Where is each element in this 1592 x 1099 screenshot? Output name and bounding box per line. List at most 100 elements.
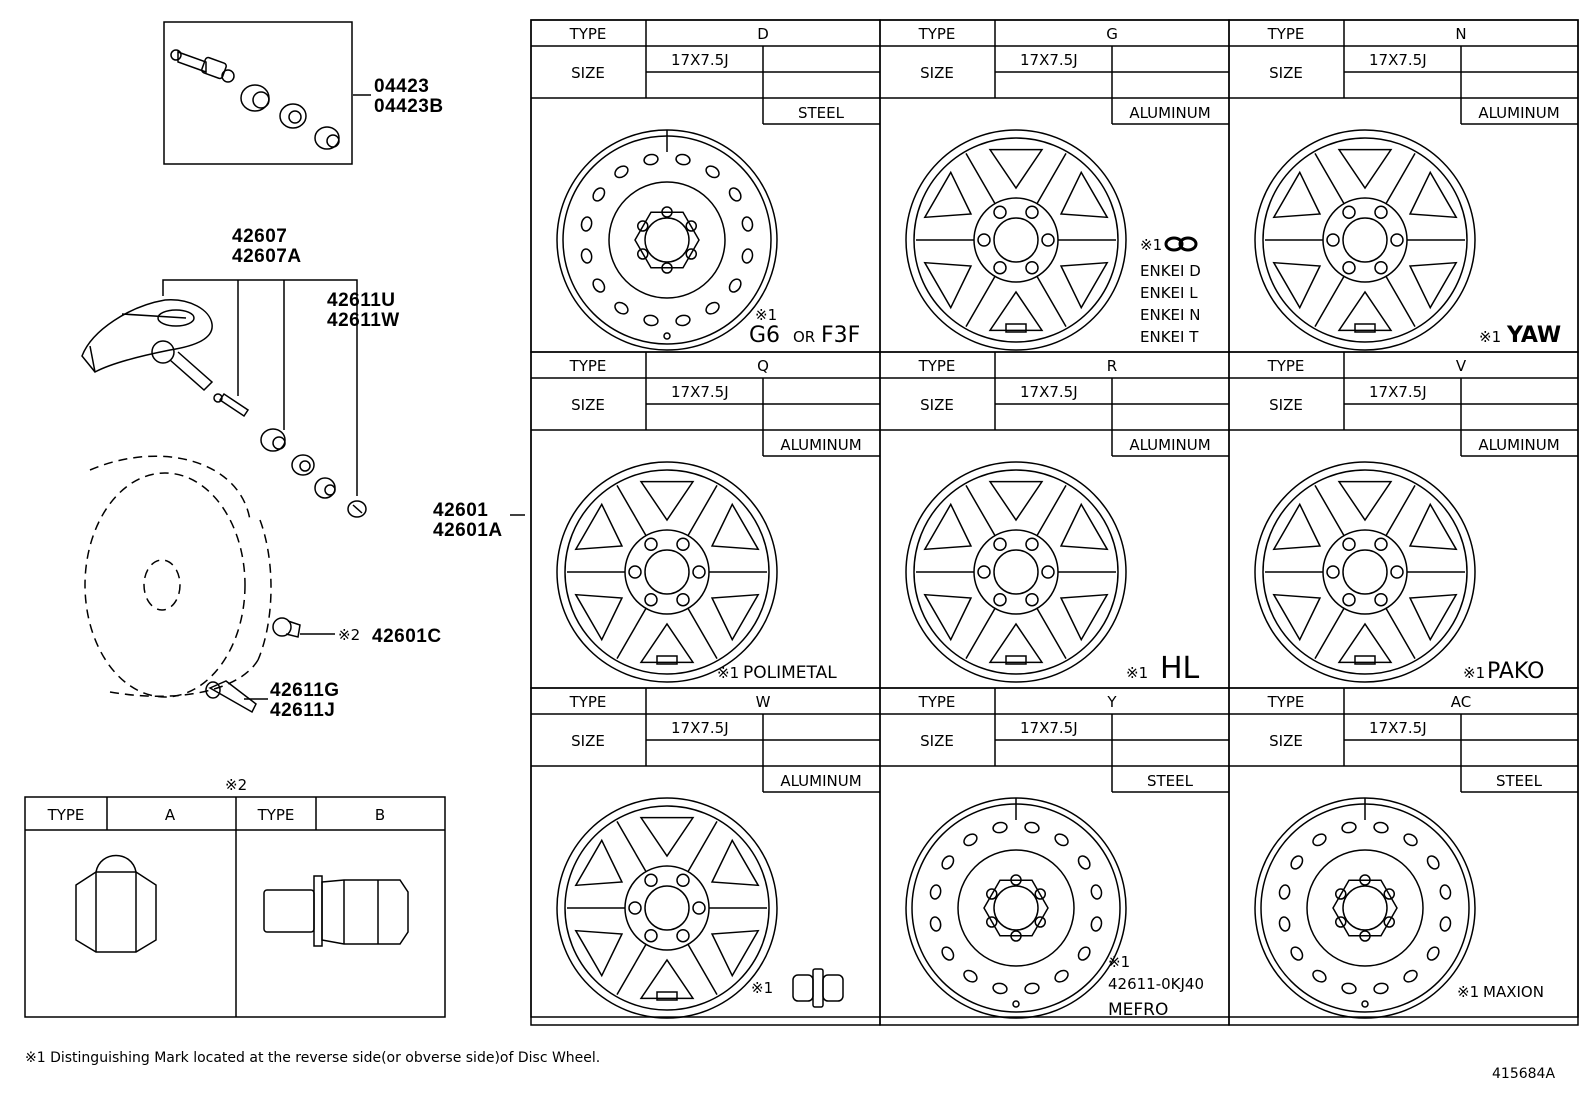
steel-wheel-icon	[1254, 797, 1476, 1019]
callout-04423b: 04423B	[374, 96, 444, 117]
size-value: 17X7.5J	[1369, 51, 1427, 69]
type-label: TYPE	[569, 25, 607, 43]
wheel-cell-w	[530, 687, 881, 1026]
type-label: TYPE	[918, 25, 956, 43]
mark-ref: ※1	[1457, 983, 1479, 1001]
callout-42607: 42607	[232, 226, 287, 247]
enkei-mark-2: ENKEI N	[1140, 306, 1200, 324]
washer-icon	[279, 103, 307, 129]
type-value: D	[757, 25, 769, 43]
mark-text: 42611-0KJ40	[1108, 975, 1204, 993]
grommet-icon	[240, 84, 270, 112]
size-value: 17X7.5J	[1020, 383, 1078, 401]
mark-ref: ※1	[717, 664, 739, 682]
type-value: G	[1106, 25, 1118, 43]
type-label: TYPE	[569, 693, 607, 711]
type-value: V	[1456, 357, 1467, 375]
type-value: N	[1455, 25, 1466, 43]
material-value: STEEL	[1147, 772, 1194, 790]
size-label: SIZE	[1269, 732, 1303, 750]
nut-icon	[314, 126, 340, 150]
type-label: TYPE	[918, 693, 956, 711]
wheel-cell-g	[879, 19, 1230, 353]
enkei-mark-0: ENKEI D	[1140, 262, 1201, 280]
mark-ref: ※1	[1479, 328, 1501, 346]
callout-42601c-mark: ※2	[338, 626, 360, 644]
sensor-cap-icon	[347, 500, 367, 518]
type-value: Q	[757, 357, 769, 375]
size-value: 17X7.5J	[1020, 51, 1078, 69]
callout-42611u: 42611U	[327, 290, 396, 311]
size-value: 17X7.5J	[671, 719, 729, 737]
mark-text: MAXION	[1483, 983, 1544, 1001]
type-value: W	[756, 693, 771, 711]
wheel-cell-r	[879, 351, 1230, 689]
mark-ref: ※1	[1140, 236, 1162, 254]
wheel-outline-icon	[84, 455, 272, 698]
size-label: SIZE	[920, 64, 954, 82]
material-value: ALUMINUM	[1129, 104, 1210, 122]
size-value: 17X7.5J	[671, 383, 729, 401]
size-label: SIZE	[920, 396, 954, 414]
lug-nut-icon	[272, 617, 301, 638]
material-value: ALUMINUM	[1478, 436, 1559, 454]
alloy-wheel-icon	[556, 461, 778, 683]
flange-nut-icon	[263, 875, 409, 947]
mark-ref: ※1	[755, 306, 777, 324]
enkei-logo-icon	[1164, 236, 1198, 252]
callout-42611g: 42611G	[270, 680, 340, 701]
alloy-wheel-icon	[556, 797, 778, 1019]
mark-text: HL	[1160, 651, 1200, 686]
sensor-valve-icon	[213, 392, 250, 418]
alloy-wheel-icon	[905, 461, 1127, 683]
type-value: Y	[1106, 693, 1117, 711]
enkei-mark-3: ENKEI T	[1140, 328, 1199, 346]
sensor-grommet-icon	[260, 428, 286, 452]
callout-42611w: 42611W	[327, 310, 400, 331]
mark-text-2: F3F	[821, 323, 860, 348]
alloy-wheel-icon	[1254, 461, 1476, 683]
mark-text: POLIMETAL	[743, 663, 837, 683]
steel-wheel-icon	[905, 797, 1127, 1019]
wheel-cell-v	[1228, 351, 1579, 689]
tpms-group: 42607 42607A 42611U 42611W	[81, 226, 400, 518]
size-label: SIZE	[1269, 64, 1303, 82]
type-label: TYPE	[569, 357, 607, 375]
mark-text-2: MEFRO	[1108, 1000, 1168, 1020]
mark-ref: ※1	[1108, 953, 1130, 971]
diagram-id: 415684A	[1492, 1066, 1555, 1082]
nut-type-label-a: TYPE	[47, 806, 85, 824]
valve-core-icon	[170, 49, 235, 83]
size-label: SIZE	[571, 396, 605, 414]
callout-42607a: 42607A	[232, 246, 302, 267]
valve-kit-box	[163, 21, 353, 165]
material-value: ALUMINUM	[1478, 104, 1559, 122]
type-label: TYPE	[918, 357, 956, 375]
size-value: 17X7.5J	[1369, 719, 1427, 737]
valve-kit-group: 04423 04423B	[163, 21, 444, 165]
material-value: ALUMINUM	[780, 436, 861, 454]
mark-text: PAKO	[1487, 659, 1544, 684]
size-label: SIZE	[1269, 396, 1303, 414]
sensor-washer-icon	[291, 454, 315, 476]
type-value: AC	[1451, 693, 1471, 711]
valve-stem-icon	[205, 680, 257, 714]
type-label: TYPE	[1267, 25, 1305, 43]
callout-42601c: 42601C	[372, 626, 442, 647]
callout-42601a: 42601A	[433, 520, 503, 541]
valve-mark-icon	[792, 968, 844, 1008]
material-value: ALUMINUM	[1129, 436, 1210, 454]
nut-type-b: B	[375, 806, 385, 824]
size-value: 17X7.5J	[671, 51, 729, 69]
wheel-cell-ac	[1228, 687, 1579, 1026]
callout-42601: 42601	[433, 500, 488, 521]
material-value: STEEL	[798, 104, 845, 122]
size-label: SIZE	[920, 732, 954, 750]
alloy-wheel-icon	[1254, 129, 1476, 351]
size-value: 17X7.5J	[1020, 719, 1078, 737]
alloy-wheel-icon	[905, 129, 1127, 351]
size-label: SIZE	[571, 732, 605, 750]
nut-table-title: ※2	[225, 776, 247, 794]
